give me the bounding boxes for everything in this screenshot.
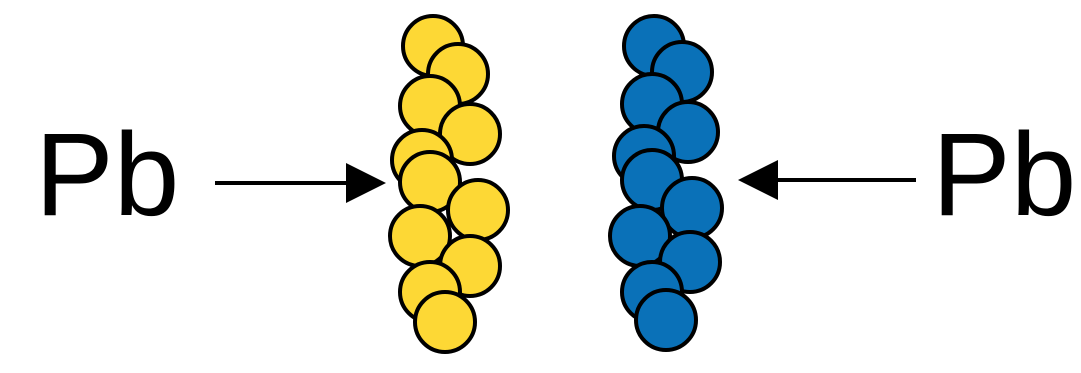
atom-circle bbox=[413, 290, 477, 354]
left-pb-label: Pb bbox=[35, 109, 179, 241]
yellow-atom-chain bbox=[388, 14, 510, 354]
blue-atom-chain bbox=[608, 14, 724, 352]
atom-circle bbox=[446, 178, 510, 242]
right-pb-label: Pb bbox=[932, 109, 1076, 241]
atom-circle bbox=[634, 288, 698, 352]
